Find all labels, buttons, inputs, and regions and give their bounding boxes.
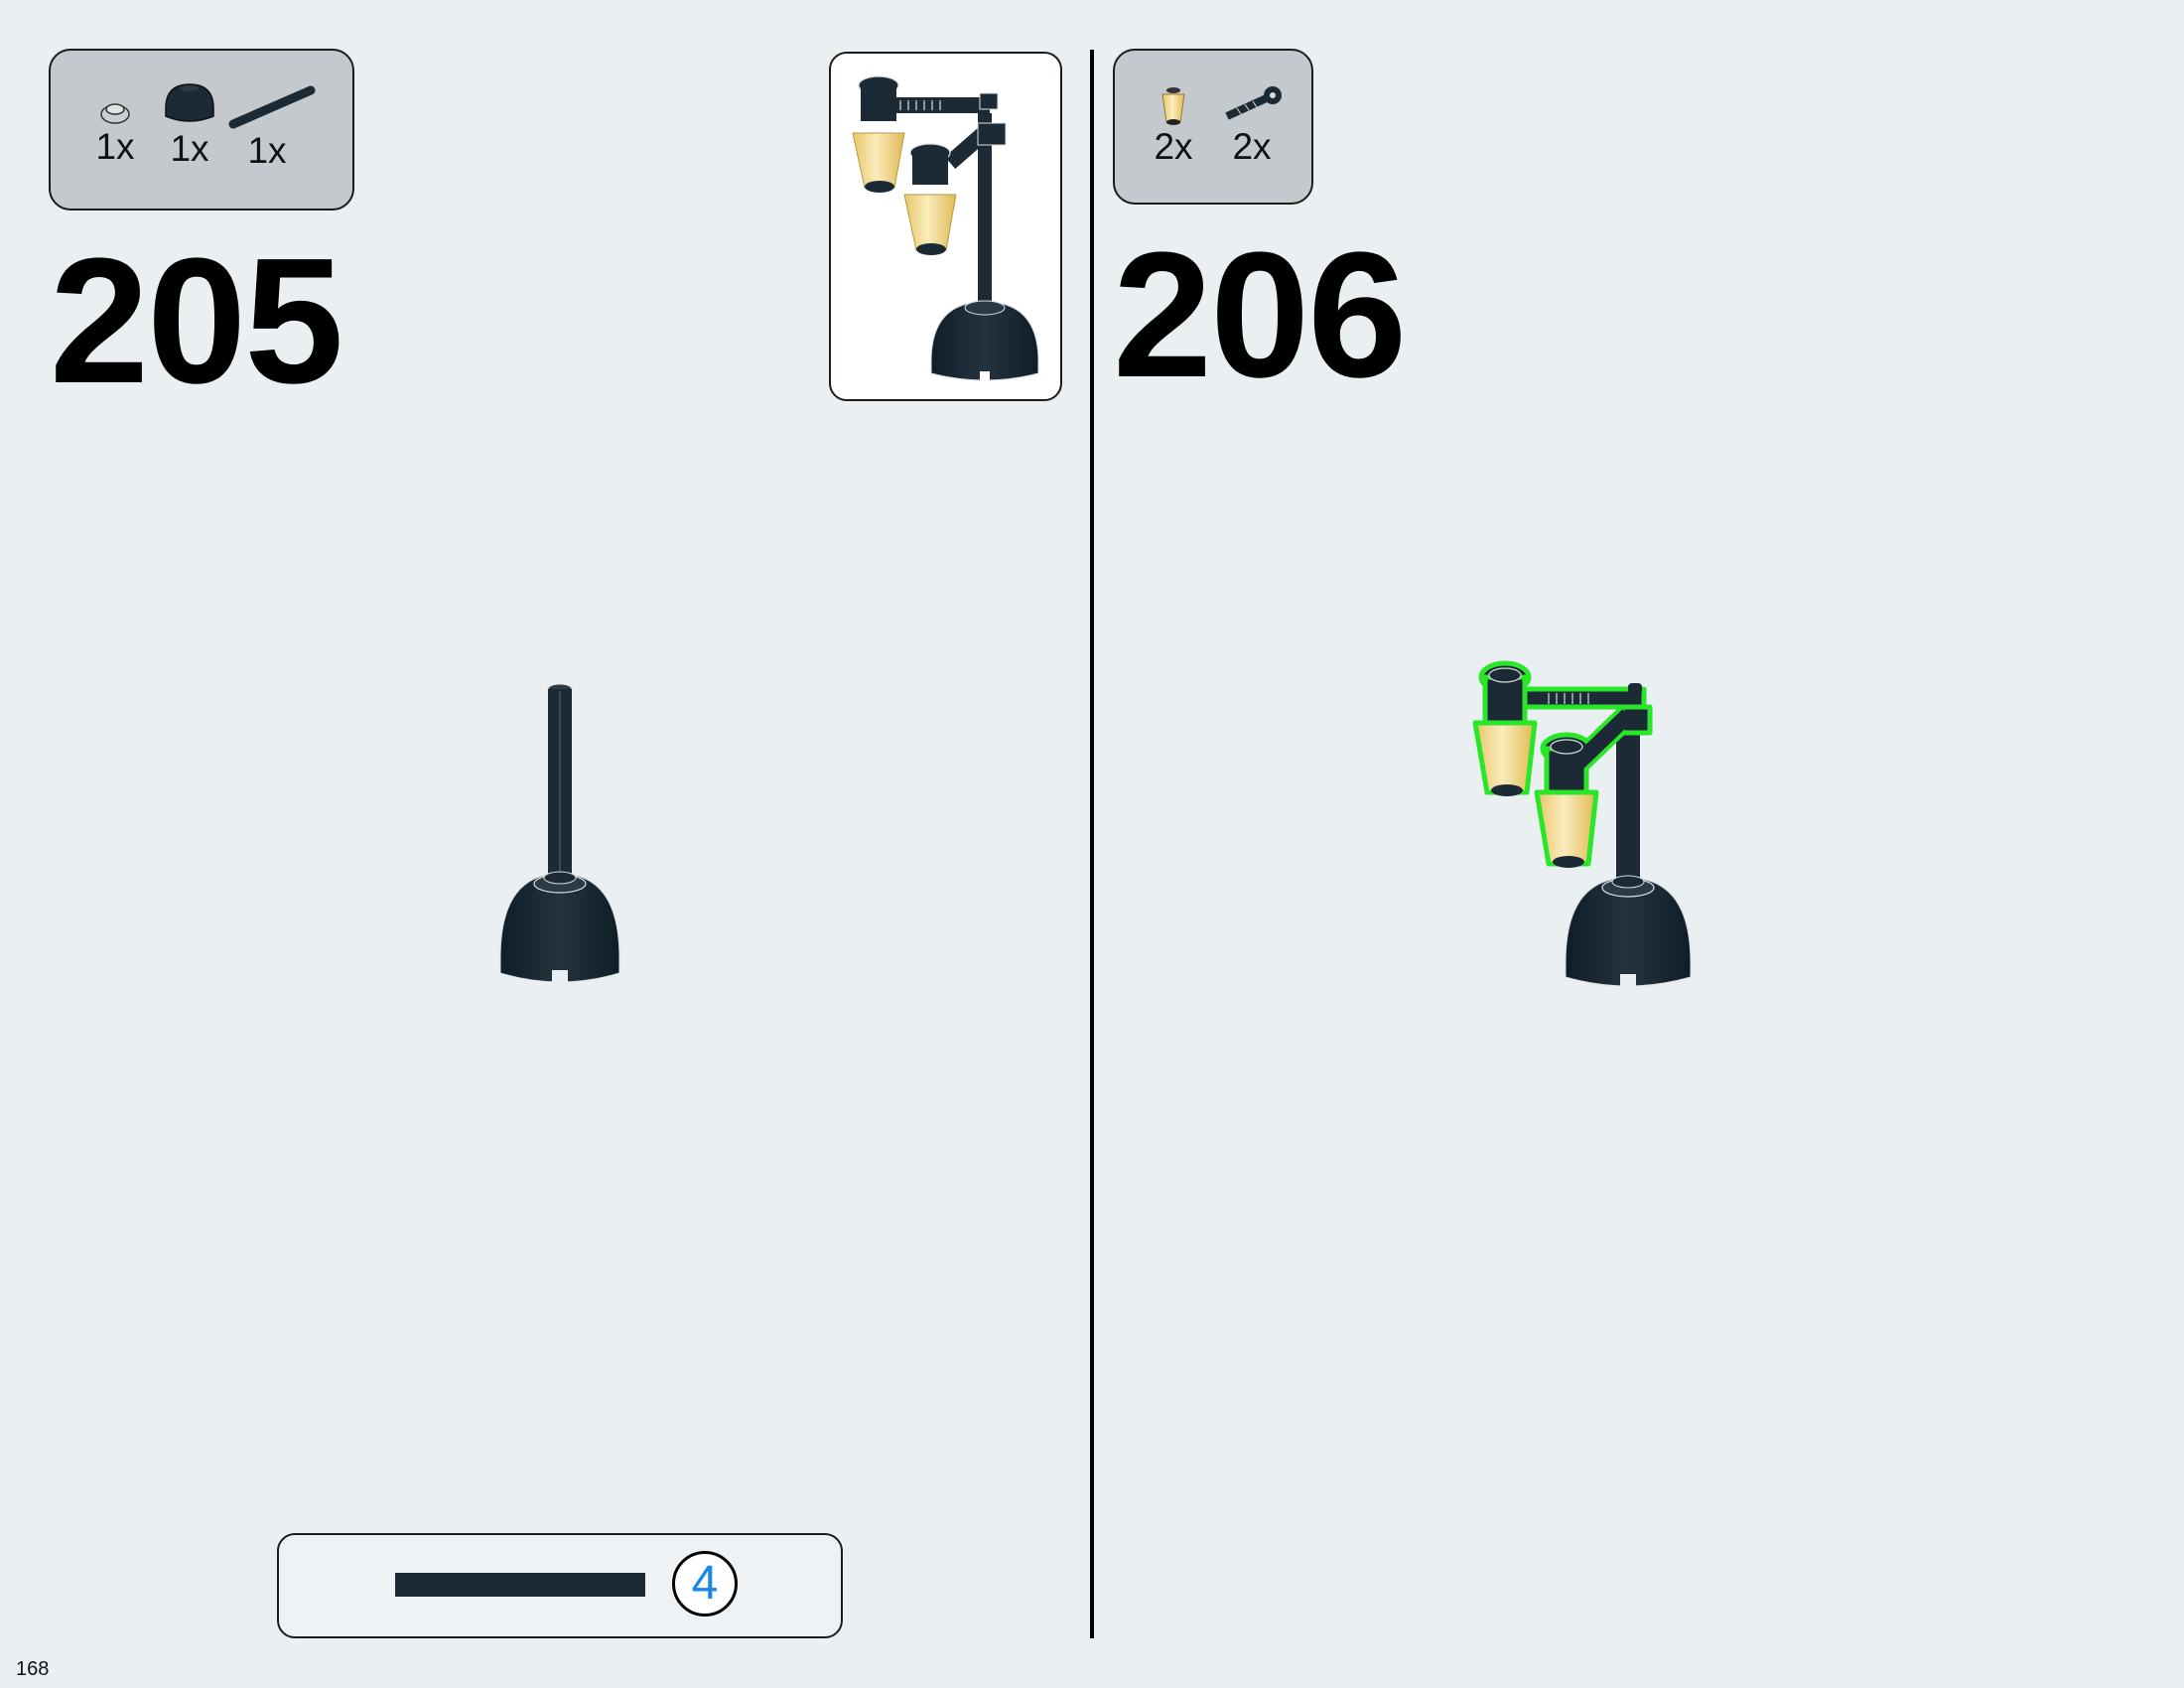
parts-list-step-205: 1x 1x 1x (49, 49, 354, 211)
lamp-post-model-with-new-parts (1472, 660, 1692, 988)
dome-brick-2x2-icon (165, 83, 214, 122)
parts-list-step-206: 2x 2x (1113, 49, 1313, 205)
round-plate-1x1-icon (100, 103, 130, 124)
lamp-post-assembly-icon (852, 75, 1039, 381)
part-qty: 1x (95, 126, 135, 167)
page-number: 168 (16, 1658, 50, 1680)
part-qty: 1x (247, 130, 287, 171)
step-divider (1090, 50, 1094, 1638)
bar-rod-icon (228, 85, 316, 129)
part-trans-cone: 2x (1134, 82, 1213, 165)
part-dome-brick: 1x (150, 80, 229, 167)
part-qty: 1x (170, 128, 209, 169)
part-bar: 1x (227, 82, 316, 171)
submodel-callout (829, 52, 1062, 401)
part-clip-arm: 2x (1212, 82, 1292, 165)
step-number-206: 206 (1113, 215, 1407, 415)
part-round-plate: 1x (75, 96, 155, 165)
part-qty: 2x (1154, 126, 1193, 167)
bar-length-number: 4 (672, 1551, 738, 1617)
clip-bar-arm-icon (1225, 86, 1282, 120)
step-number-205: 205 (50, 221, 343, 421)
bar-length-indicator: 4 (277, 1533, 843, 1638)
part-qty: 2x (1232, 126, 1272, 167)
trans-yellow-cone-icon (1161, 87, 1185, 125)
bar-length-graphic (395, 1573, 645, 1597)
post-on-dome-model (499, 683, 620, 984)
